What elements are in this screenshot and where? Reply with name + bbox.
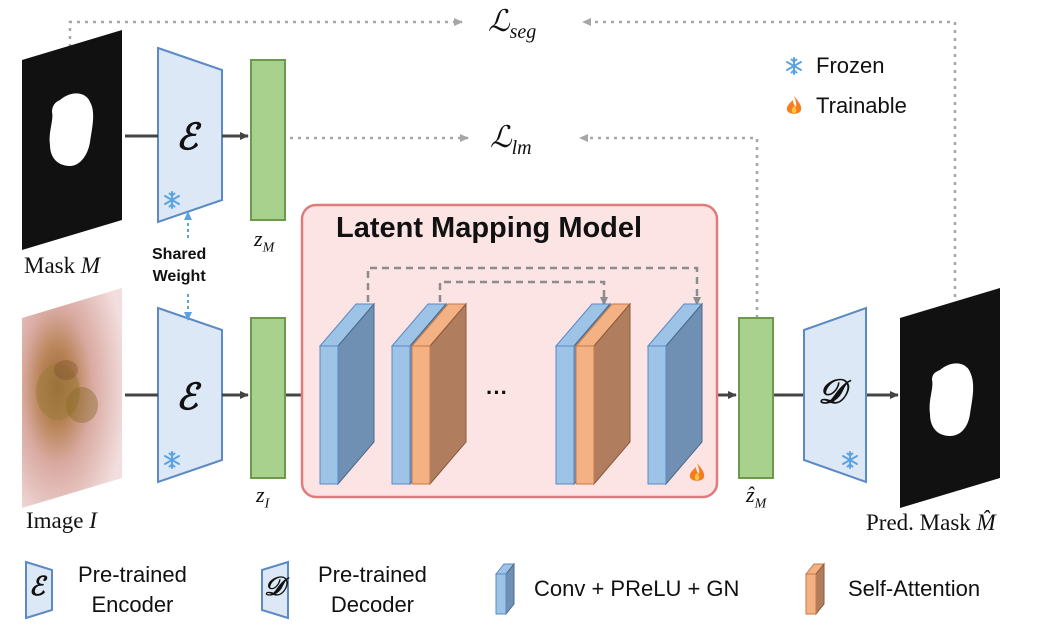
latent-zi-main: z [256,482,265,507]
latent-zhat-label: ẑM [746,482,766,512]
legend-encoder-line1: Pre-trained [78,562,187,587]
pred-mask-caption-prefix: Pred. Mask [866,510,971,535]
shared-weight-line1: Shared [152,246,207,263]
seg-loss-sub: seg [509,21,537,43]
image-caption-var: I [89,508,97,533]
encoder-bottom-symbol: ℰ [176,377,198,417]
lm-loss-label: ℒlm [490,120,532,160]
latent-zm-main: z [254,226,263,251]
legend-decoder-icon [261,560,289,620]
legend-encoder-line2: Encoder [91,592,174,617]
pred-mask-caption: Pred. Mask M̂ [866,510,996,536]
latent-zhat-bar [738,317,774,479]
legend-decoder-symbol: 𝒟 [264,572,285,601]
skin-input-image [22,288,122,508]
snowflake-icon [786,57,802,75]
encoder-top-symbol: ℰ [176,117,198,157]
decoder-symbol: 𝒟 [818,374,846,411]
mask-caption: Mask M [24,253,100,279]
conv-block [646,302,704,486]
lmm-blocks [318,302,705,486]
latent-zm-label: zM [254,226,274,256]
legend-decoder-line2: Decoder [330,592,414,617]
latent-zm-sub: M [262,240,275,256]
lm-loss-connector [290,134,759,318]
legend-encoder-icon [25,560,53,620]
pred-mask-caption-var: M̂ [976,510,996,535]
attention-block [410,302,468,486]
decoder-block [803,306,867,484]
latent-zi-sub: I [264,496,270,512]
legend-attention-icon [804,562,826,616]
frozen-legend-label: Frozen [816,53,885,78]
conv-block [318,302,376,486]
latent-zhat-main: ẑ [746,482,755,507]
seg-loss-connector [68,18,957,305]
legend-decoder-line1: Pre-trained [318,562,427,587]
latent-zm-bar [250,59,286,221]
legend-conv-icon [494,562,516,616]
mask-input-image [22,30,122,250]
shared-weight-line2: Weight [152,268,206,285]
legend-encoder-symbol: ℰ [29,572,45,601]
encoder-bottom-block [157,306,223,484]
seg-loss-label: ℒseg [488,4,536,44]
legend-conv-label: Conv + PReLU + GN [534,576,740,601]
legend-attention-label: Self-Attention [848,576,981,601]
lm-loss-sub: lm [511,137,532,159]
skip-connections [366,266,701,306]
shared-weight-label: Shared Weight [152,244,206,288]
latent-zi-bar [250,317,286,479]
image-caption: Image I [26,508,97,534]
trainable-legend-label: Trainable [816,93,907,118]
image-caption-prefix: Image [26,508,84,533]
latent-zi-label: zI [256,482,269,512]
lm-loss-main: ℒ [490,121,512,154]
seg-loss-main: ℒ [488,5,510,38]
attention-block [574,302,632,486]
encoder-top-block [157,46,223,224]
latent-zhat-sub: M [754,496,767,512]
mask-caption-prefix: Mask [24,253,76,278]
ellipsis-label: ··· [486,380,508,405]
lmm-title: Latent Mapping Model [336,212,643,244]
predicted-mask-image [900,288,1000,508]
legend-decoder-label: Pre-trained Decoder [318,560,427,620]
flame-icon [786,96,802,114]
mask-caption-var: M [80,253,101,278]
legend-encoder-label: Pre-trained Encoder [78,560,187,620]
